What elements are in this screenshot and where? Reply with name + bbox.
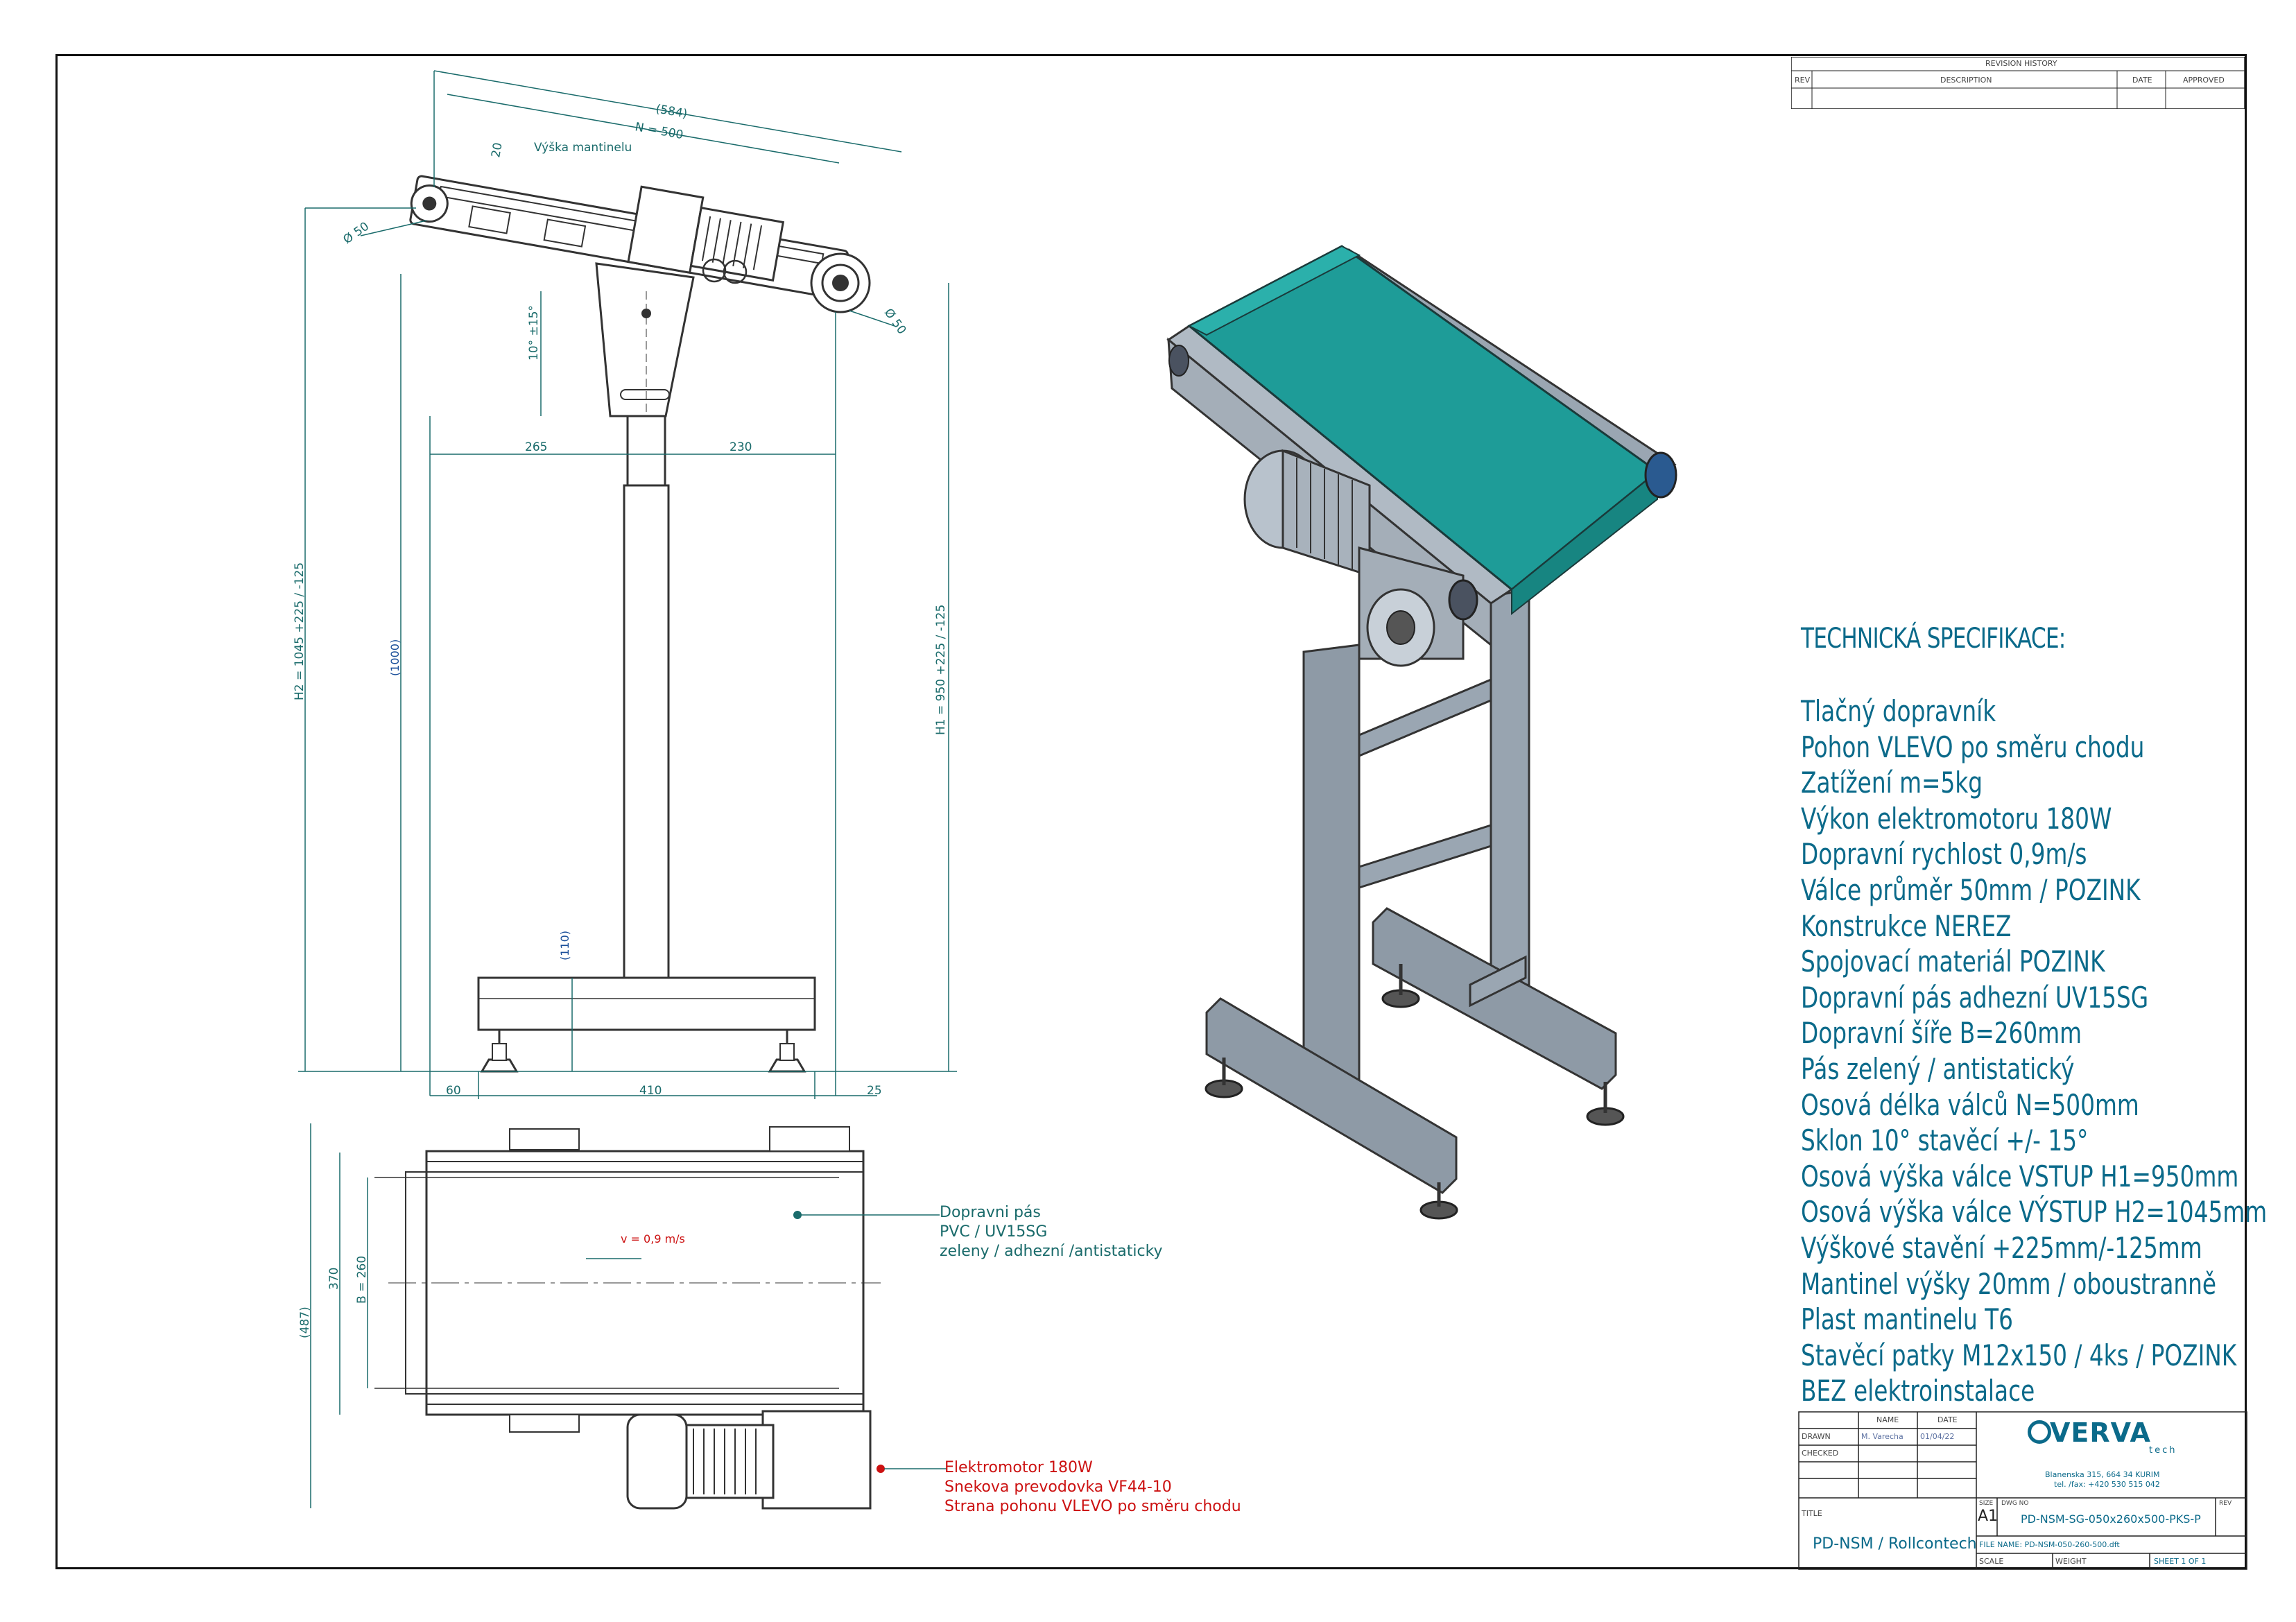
- spec-item: Výškové stavění +225mm/-125mm: [1801, 1230, 2202, 1265]
- side-view: (584) N = 500 20 Výška mantinelu Ø 50 Ø …: [293, 70, 957, 1099]
- checked-label: CHECKED: [1802, 1449, 1839, 1458]
- dim-belt-width: B = 260: [355, 1256, 369, 1304]
- dim-410: 410: [639, 1084, 662, 1098]
- spec-item: Mantinel výšky 20mm / oboustranně: [1801, 1266, 2217, 1301]
- logo-mark: [2028, 1420, 2051, 1444]
- col-date: DATE: [1937, 1415, 1958, 1424]
- spec-item: Výkon elektromotoru 180W: [1801, 801, 2112, 836]
- sheet-size: A1: [1978, 1508, 1999, 1525]
- belt-note: Dopravni pás PVC / UV15SG zeleny / adhez…: [940, 1203, 1163, 1261]
- sheet-number: SHEET 1 OF 1: [2154, 1557, 2207, 1566]
- spec-item: Válce průměr 50mm / POZINK: [1801, 872, 2141, 907]
- spec-item: Dopravní rychlost 0,9m/s: [1801, 837, 2087, 872]
- spec-item: Osová výška válce VÝSTUP H2=1045mm: [1801, 1195, 2268, 1230]
- spec-item: Osová délka válců N=500mm: [1801, 1087, 2139, 1122]
- rev-label: REV: [2219, 1500, 2232, 1507]
- dim-265: 265: [525, 440, 547, 454]
- motor-note-line: Elektromotor 180W: [944, 1459, 1093, 1476]
- title-label: TITLE: [1802, 1509, 1822, 1518]
- spec-item: Pás zelený / antistatický: [1801, 1051, 2075, 1086]
- drawn-name: M. Varecha: [1861, 1432, 1904, 1441]
- speed-label: v = 0,9 m/s: [621, 1232, 685, 1245]
- dim-25: 25: [867, 1084, 882, 1098]
- company-address: Blanenska 315, 664 34 KURIM: [2045, 1470, 2160, 1479]
- top-view: (487) 370 B = 260 v = 0,9 m/s: [298, 1123, 947, 1510]
- revision-grid: [1791, 57, 2245, 109]
- dim-60: 60: [446, 1084, 461, 1098]
- spec-item: Dopravní pás adhezní UV15SG: [1801, 980, 2149, 1015]
- dim-487: (487): [298, 1306, 312, 1338]
- spec-item: BEZ elektroinstalace: [1801, 1374, 2035, 1408]
- drawn-label: DRAWN: [1802, 1432, 1831, 1441]
- motor-note-line: Strana pohonu VLEVO po směru chodu: [944, 1498, 1241, 1515]
- dim-230: 230: [730, 440, 752, 454]
- belt-note-line: PVC / UV15SG: [940, 1223, 1048, 1241]
- company-logo: VERVA tech: [2028, 1417, 2194, 1459]
- size-label: SIZE: [1979, 1500, 1994, 1507]
- rev-col: REV: [1795, 76, 1811, 85]
- spec-item: Stavěcí patky M12x150 / 4ks / POZINK: [1801, 1338, 2237, 1372]
- scale-label: SCALE: [1979, 1557, 2004, 1566]
- belt-note-line: zeleny / adhezní /antistaticky: [940, 1243, 1163, 1260]
- spec-title: TECHNICKÁ SPECIFIKACE:: [1801, 623, 2066, 655]
- motor-note-line: Snekova prevodovka VF44-10: [944, 1478, 1172, 1496]
- spec-item: Dopravní šíře B=260mm: [1801, 1016, 2082, 1051]
- logo-subtext: tech: [2149, 1445, 2177, 1456]
- motor-note: Elektromotor 180W Snekova prevodovka VF4…: [944, 1458, 1241, 1517]
- col-name: NAME: [1876, 1415, 1899, 1424]
- revision-history-title: REVISION HISTORY: [1985, 59, 2057, 68]
- title-block: NAME DATE DRAWN M. Varecha 01/04/22 CHEC…: [1799, 1412, 2247, 1569]
- spec-item: Tlačný dopravník: [1801, 694, 1996, 728]
- spec-item: Spojovací materiál POZINK: [1801, 944, 2105, 979]
- logo-text: VERVA: [2050, 1417, 2151, 1448]
- spec-item: Osová výška válce VSTUP H1=950mm: [1801, 1159, 2239, 1193]
- spec-item: Plast mantinelu T6: [1801, 1302, 2014, 1337]
- drawn-date: 01/04/22: [1920, 1432, 1955, 1441]
- drawing-number: PD-NSM-SG-050x260x500-PKS-P: [2021, 1512, 2201, 1526]
- spec-item: Konstrukce NEREZ: [1801, 908, 2012, 943]
- isometric-view: [1166, 245, 1677, 1220]
- spec-list: Tlačný dopravník Pohon VLEVO po směru ch…: [1801, 693, 2296, 1409]
- dim-tilt-angle: 10° ±15°: [527, 305, 541, 361]
- dim-h1: H1 = 950 +225 / -125: [934, 605, 948, 735]
- drawing-title: PD-NSM / Rollcontech: [1813, 1535, 1977, 1553]
- spec-item: Pohon VLEVO po směru chodu: [1801, 730, 2145, 764]
- revision-history: REVISION HISTORY REV DESCRIPTION DATE AP…: [1791, 57, 2245, 109]
- dim-110: (110): [558, 931, 571, 960]
- belt-note-line: Dopravni pás: [940, 1204, 1041, 1221]
- description-col: DESCRIPTION: [1940, 76, 1992, 85]
- drawing-frame: [55, 54, 2247, 1569]
- spec-item: Sklon 10° stavěcí +/- 15°: [1801, 1123, 2089, 1158]
- company-phone: tel. /fax: +420 530 515 042: [2054, 1480, 2160, 1489]
- dim-roller-centres: N = 500: [634, 120, 684, 142]
- dwg-label: DWG NO: [2001, 1500, 2029, 1507]
- dim-roller-diameter-left: Ø 50: [340, 220, 372, 248]
- label-rail-height: Výška mantinelu: [534, 141, 632, 155]
- date-col: DATE: [2132, 76, 2152, 85]
- dim-370: 370: [327, 1268, 341, 1290]
- approved-col: APPROVED: [2183, 76, 2225, 85]
- title-block-grid: [1798, 1411, 2247, 1570]
- dim-rail-height: 20: [489, 141, 505, 159]
- spec-item: Zatížení m=5kg: [1801, 766, 1983, 800]
- dim-h2: H2 = 1045 +225 / -125: [293, 562, 307, 700]
- dim-roller-diameter-right: Ø 50: [881, 306, 909, 337]
- weight-label: WEIGHT: [2055, 1557, 2087, 1566]
- dim-total-length: (584): [655, 102, 688, 121]
- dim-1000: (1000): [388, 639, 402, 676]
- file-name: FILE NAME: PD-NSM-050-260-500.dft: [1979, 1540, 2120, 1549]
